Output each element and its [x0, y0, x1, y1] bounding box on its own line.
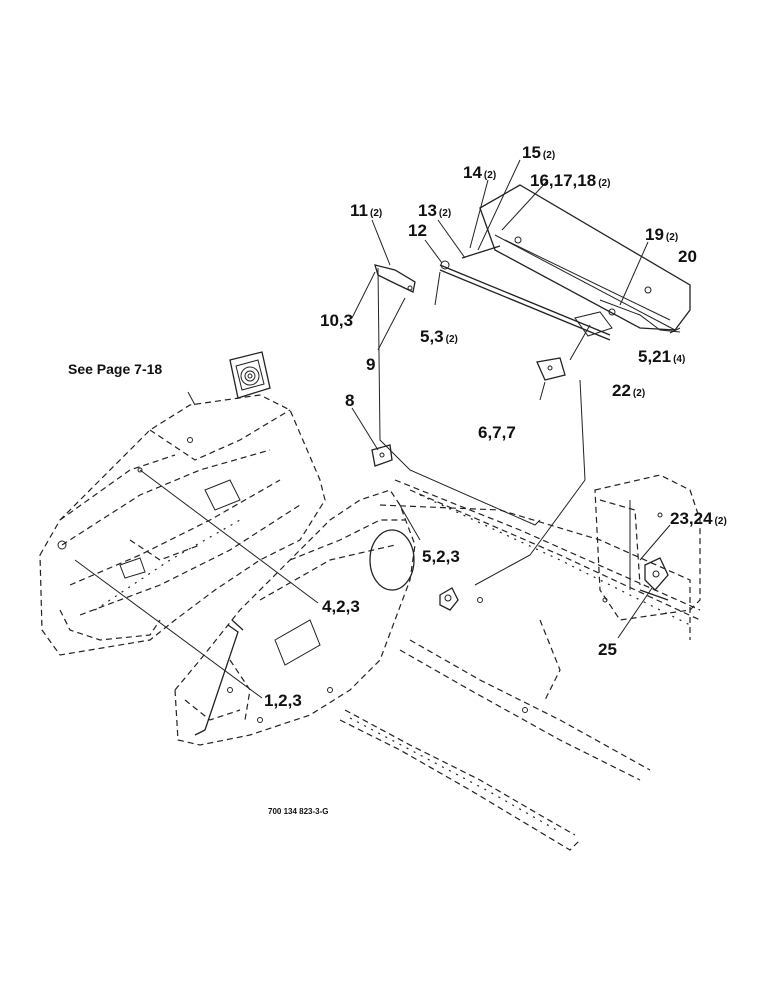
bracket-8 — [371, 444, 393, 467]
center-shield-panel — [174, 489, 416, 746]
right-bracket-assembly — [594, 474, 701, 621]
left-shield-housing — [39, 394, 326, 656]
callout-13: 13(2) — [418, 201, 451, 220]
leader-lines — [74, 159, 681, 699]
callout-15: 15(2) — [522, 143, 555, 162]
callout-5-2-3: 5,2,3 — [422, 547, 460, 566]
callout-25: 25 — [598, 640, 617, 659]
upper-hood-shield — [479, 184, 691, 331]
callout-12: 12 — [408, 221, 427, 240]
bracket-22 — [536, 357, 566, 381]
light-assembly — [229, 351, 271, 399]
callout-5-3: 5,3(2) — [420, 327, 458, 346]
callout-6-7-7: 6,7,7 — [478, 423, 516, 442]
callout-4-2-3: 4,2,3 — [322, 597, 360, 616]
callout-10-3: 10,3 — [320, 311, 353, 330]
link-rods — [439, 245, 681, 341]
callout-19: 19(2) — [645, 225, 678, 244]
frame-rails — [339, 479, 701, 851]
callout-22: 22(2) — [612, 381, 645, 400]
callout-9: 9 — [366, 355, 375, 374]
callout-20: 20 — [678, 247, 697, 266]
drawing-number: 700 134 823-3-G — [268, 807, 329, 816]
labels: See Page 7-18 15(2) 14(2) 16,17,18(2) 11… — [68, 143, 727, 816]
callout-16-17-18: 16,17,18(2) — [530, 171, 610, 190]
callout-1-2-3: 1,2,3 — [264, 691, 302, 710]
bracket-11 — [374, 264, 416, 293]
callout-23-24: 23,24(2) — [670, 509, 727, 528]
callout-8: 8 — [345, 391, 354, 410]
callout-11: 11(2) — [350, 201, 382, 220]
callout-14: 14(2) — [463, 163, 496, 182]
rod-1 — [194, 619, 244, 736]
latch-knob — [439, 587, 459, 611]
see-page-reference: See Page 7-18 — [68, 361, 162, 377]
callout-5-21: 5,21(4) — [638, 347, 685, 366]
